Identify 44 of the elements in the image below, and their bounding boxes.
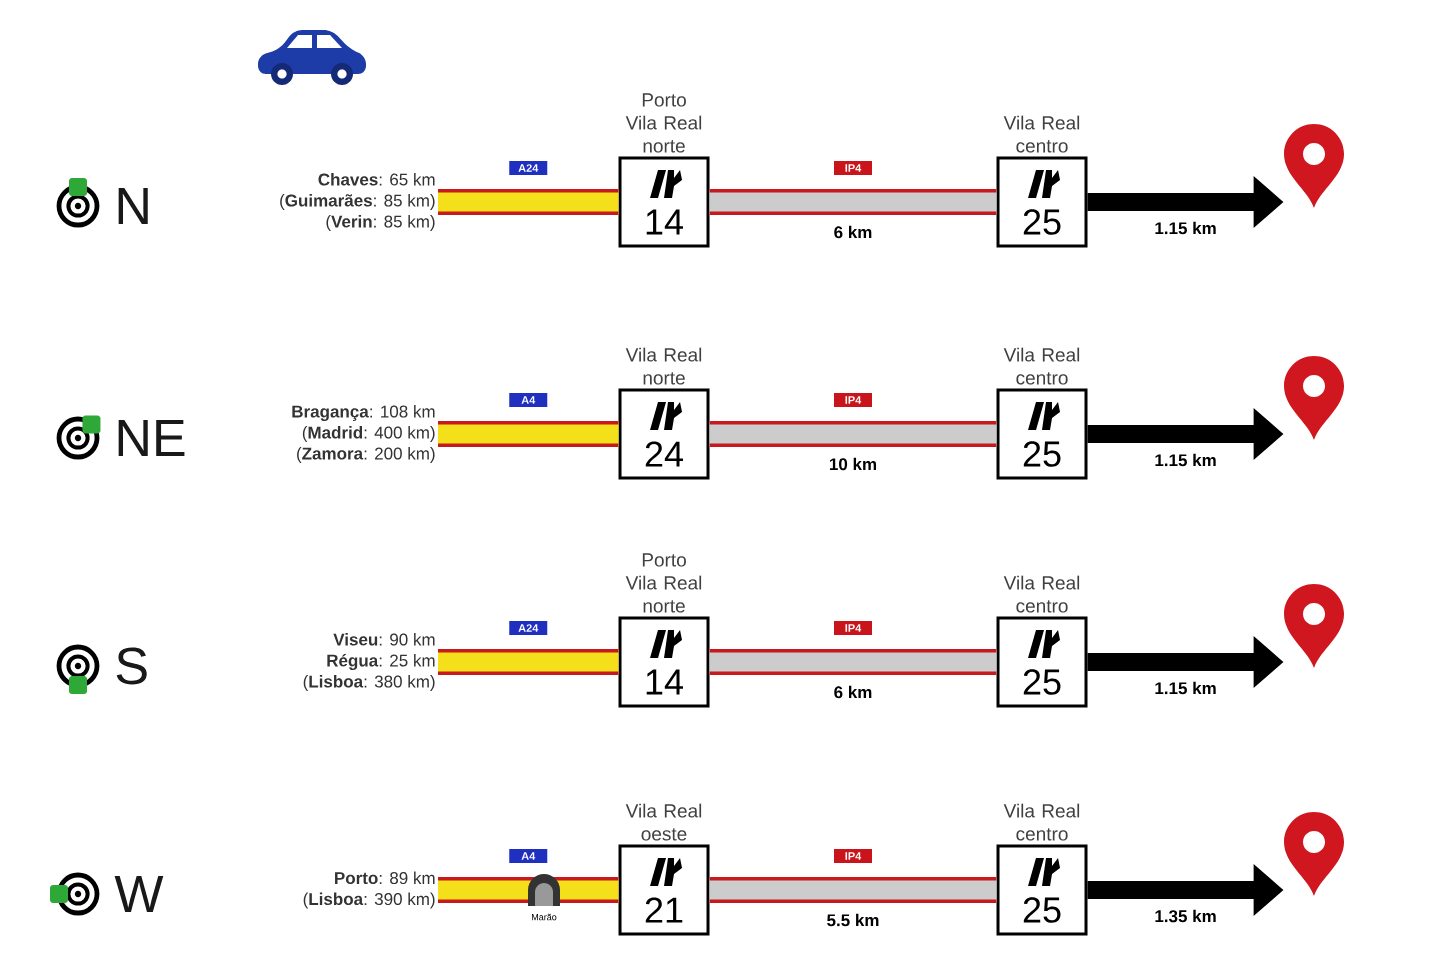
origin-distances: Chaves: 65 km (Guimarães: 85 km) (Verin: 85 km): [280, 173, 435, 231]
distance-label: 1.15 km: [1155, 681, 1216, 695]
distance-label: 6 km: [834, 685, 872, 699]
exit-sign: 24: [618, 388, 710, 480]
road: [438, 877, 619, 903]
exit-sign: 25: [996, 388, 1088, 480]
exit-name: Vila Real centro: [1003, 575, 1080, 613]
road: [709, 649, 997, 675]
direction-letter: NE: [118, 420, 185, 456]
exit-sign: 25: [996, 156, 1088, 248]
road: [709, 877, 997, 903]
exit-name: Vila Real centro: [1003, 803, 1080, 841]
road: [709, 421, 997, 447]
road: [709, 189, 997, 215]
road: [438, 189, 619, 215]
exit-sign: 25: [996, 616, 1088, 708]
exit-sign: 14: [618, 616, 710, 708]
exit-name: Vila Real norte: [625, 347, 702, 385]
exit-sign: 21: [618, 844, 710, 936]
direction-letter: W: [114, 876, 164, 912]
exit-name: Vila Real centro: [1003, 115, 1080, 153]
origin-distances: Viseu: 90 km Régua: 25 km (Lisboa: 380 km): [303, 633, 435, 691]
exit-name: Vila Real oeste: [625, 803, 702, 841]
exit-name: Vila Real centro: [1003, 347, 1080, 385]
distance-label: 6 km: [834, 225, 872, 239]
distance-label: 10 km: [830, 457, 877, 471]
origin-distances: Porto: 89 km (Lisboa: 390 km): [303, 871, 435, 909]
exit-name: Porto Vila Real norte: [625, 93, 702, 153]
exit-sign: 14: [618, 156, 710, 248]
road: [438, 421, 619, 447]
origin-distances: Bragança: 108 km (Madrid: 400 km) (Zamora: 200 km): [292, 405, 435, 463]
direction-letter: S: [116, 647, 147, 685]
map-pin-icon: [1284, 584, 1344, 668]
distance-label: 1.35 km: [1155, 909, 1216, 923]
direction-letter: N: [118, 188, 148, 224]
distance-label: 5.5 km: [827, 913, 879, 927]
distance-label: 1.15 km: [1155, 221, 1216, 235]
map-pin-icon: [1284, 124, 1344, 208]
exit-name: Porto Vila Real norte: [625, 553, 702, 613]
map-pin-icon: [1284, 812, 1344, 896]
exit-sign: 25: [996, 844, 1088, 936]
distance-label: 1.15 km: [1155, 453, 1216, 467]
road: [438, 649, 619, 675]
map-pin-icon: [1284, 356, 1344, 440]
